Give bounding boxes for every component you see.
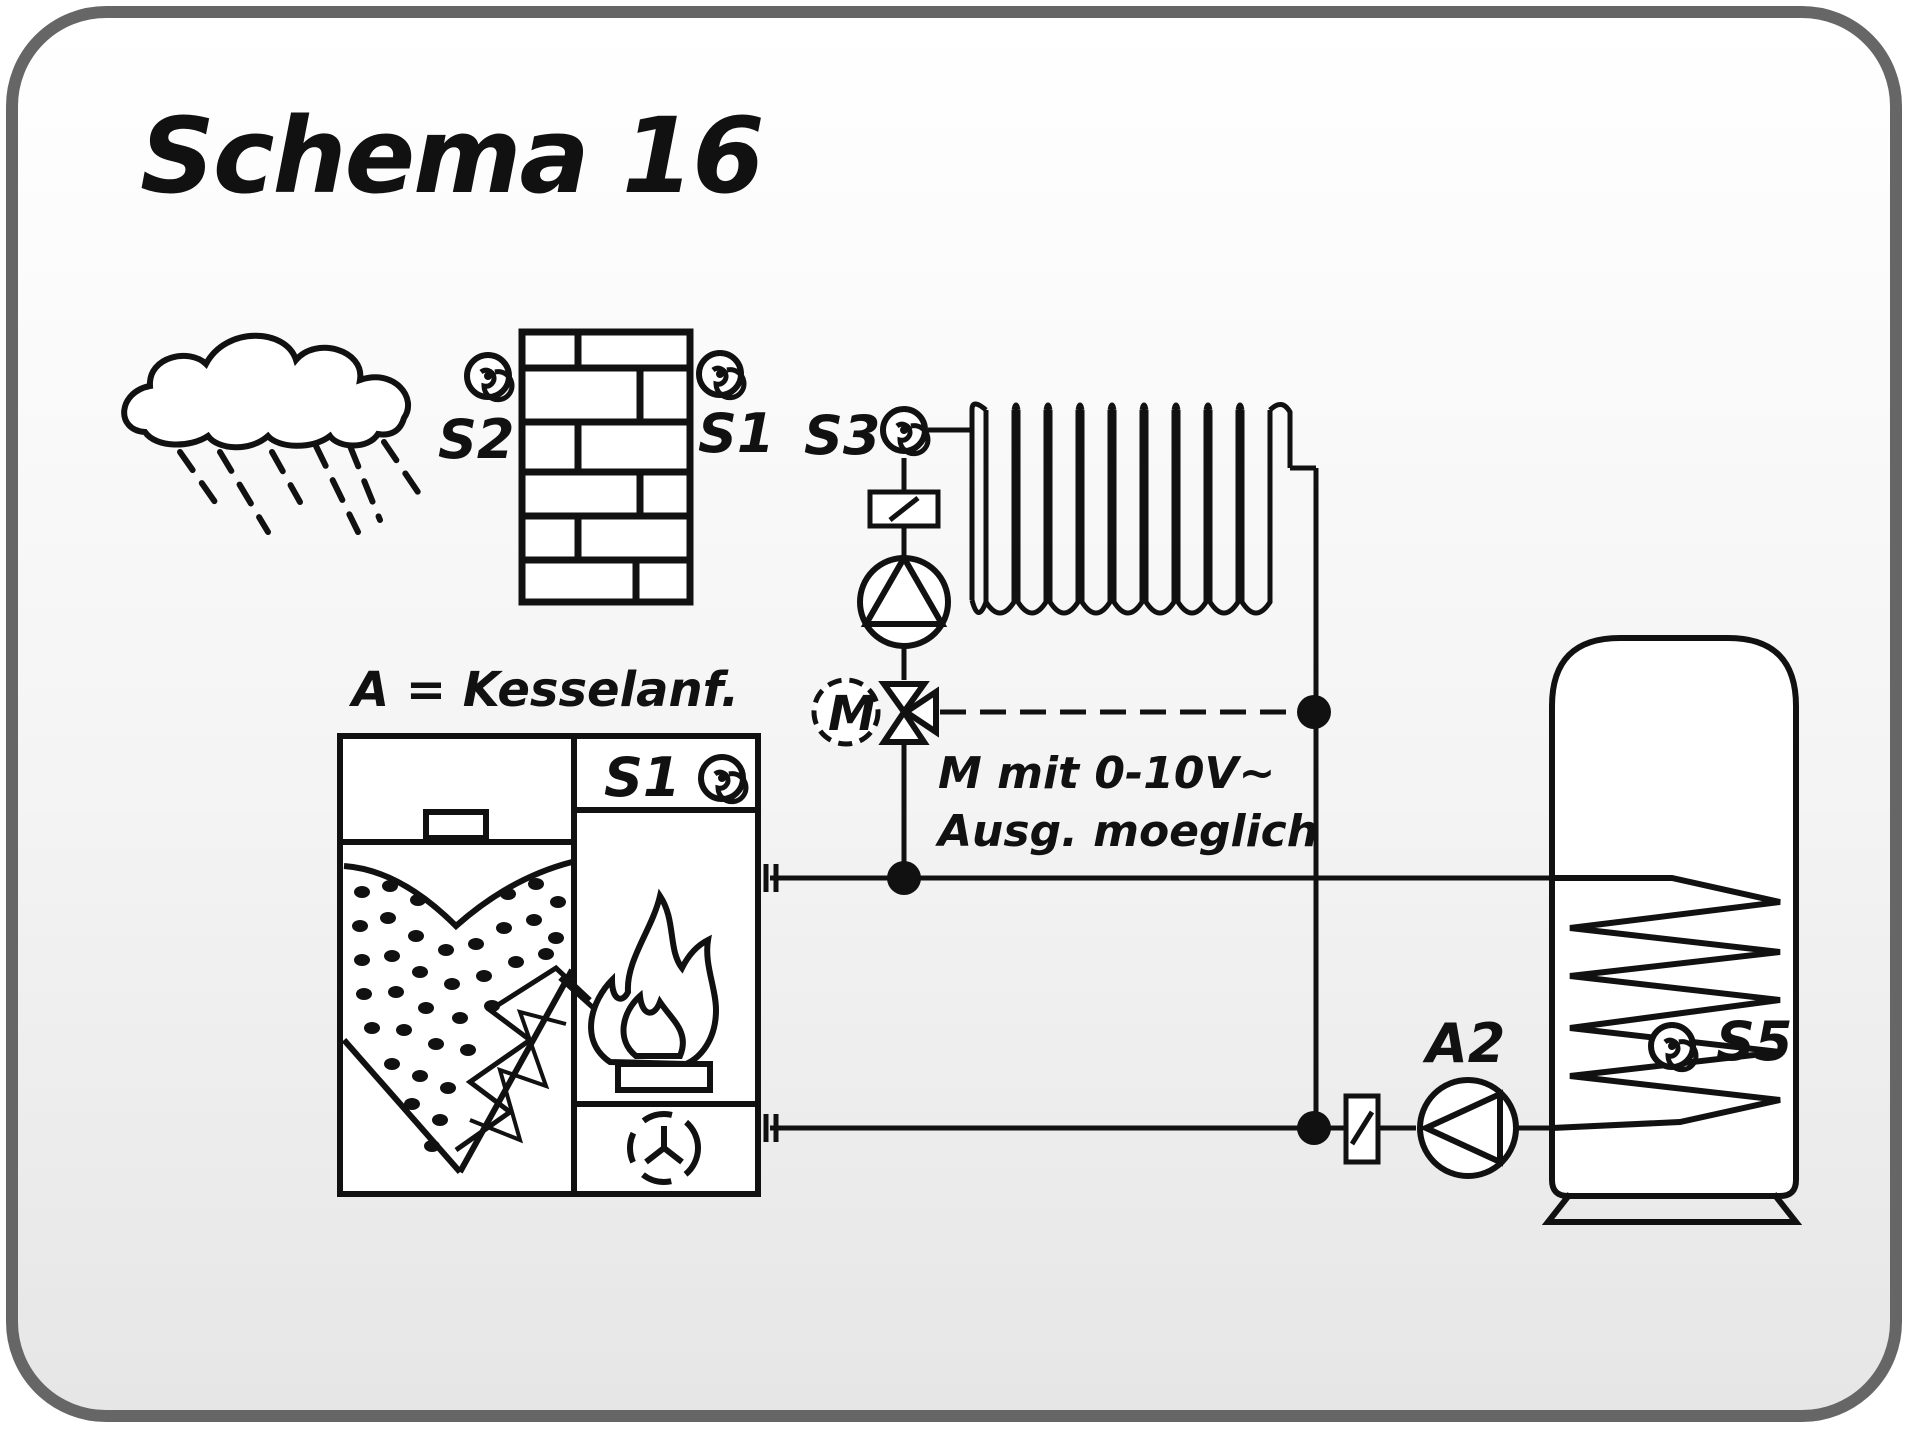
mixer-note-line1: M mit 0-10V~ (938, 748, 1275, 799)
boiler-note: A = Kesselanf. (348, 662, 739, 718)
heating-pump-icon (857, 551, 951, 649)
mixer-note-line2: Ausg. moeglich (935, 806, 1318, 857)
storage-tank-icon (1541, 635, 1803, 1225)
pump-a2-icon (1417, 1077, 1519, 1179)
rain-cloud-icon (121, 332, 425, 535)
sensor-s1-boiler-label: S1 (604, 746, 680, 809)
heating-circuit-pipes (901, 427, 1319, 1128)
pipe-junctions (887, 695, 1331, 1145)
sensor-s1-wall-label: S1 (698, 402, 774, 465)
pellets (352, 878, 566, 1152)
sensor-s3-icon (883, 409, 928, 454)
page-title: Schema 16 (140, 95, 763, 217)
mixing-valve-icon (878, 681, 939, 745)
radiator-icon (969, 401, 1293, 616)
sensor-s2-label: S2 (438, 408, 514, 471)
sensor-s2-icon (467, 355, 512, 400)
fan-icon (627, 1111, 701, 1185)
check-valve-icon (867, 489, 941, 529)
motor-label: M (828, 686, 876, 742)
main-pipes (763, 864, 1672, 1142)
sensor-s1-wall-icon (699, 353, 744, 398)
brick-wall-icon (518, 328, 694, 606)
sensor-s5-label: S5 (1716, 1010, 1792, 1073)
motor-icon: M (811, 677, 881, 747)
pump-a2-label: A2 (1422, 1012, 1505, 1075)
sensor-s3-label: S3 (804, 404, 880, 467)
flame-icon (588, 888, 720, 1093)
return-check-valve-icon (1343, 1093, 1381, 1165)
